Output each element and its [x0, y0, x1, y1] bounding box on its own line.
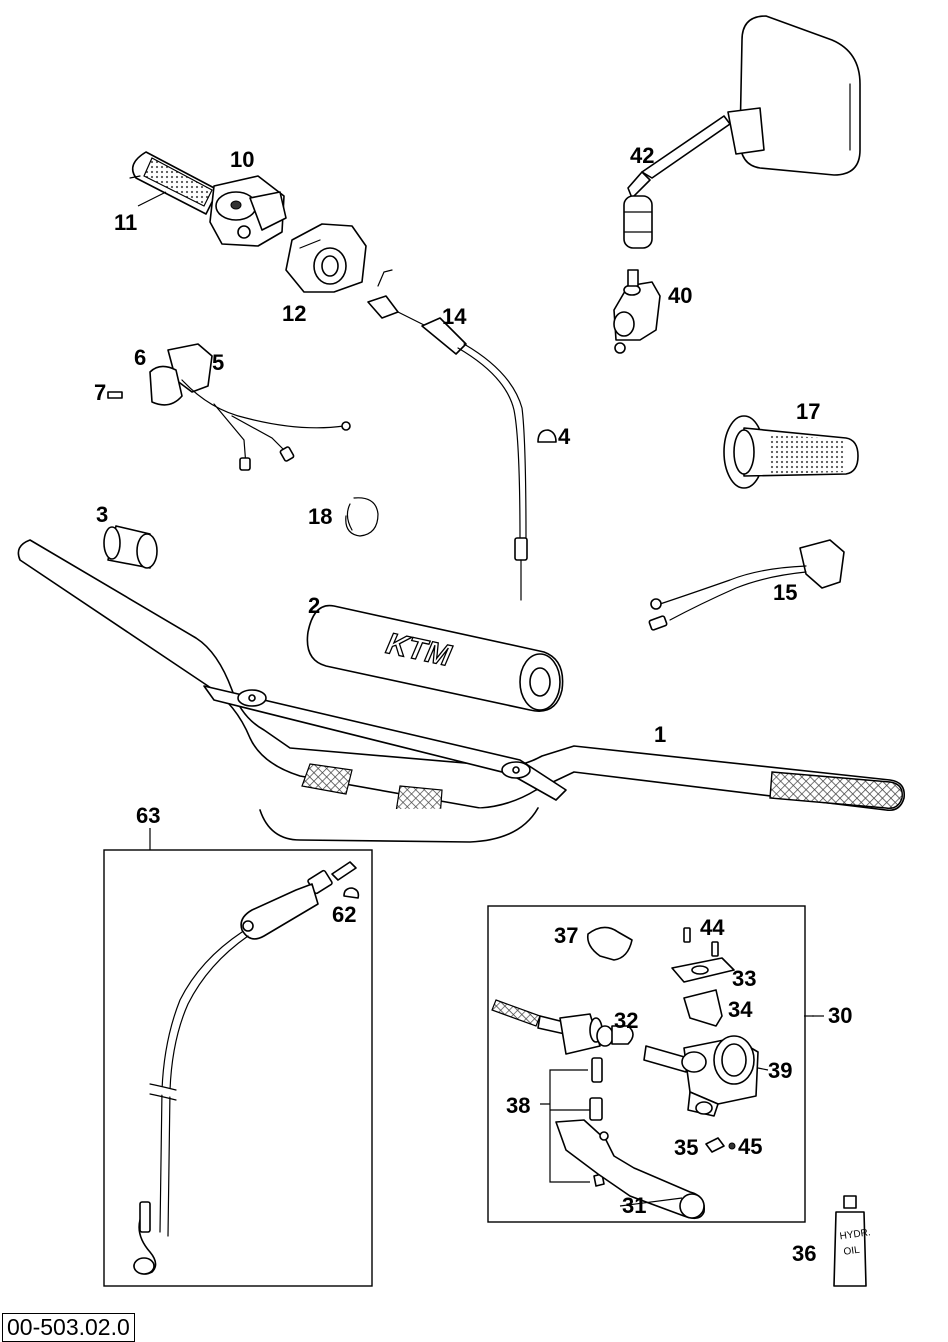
callout-numbers: 1 2 3 4 5 6 7 10 11 12 14 15 17 18 30 31…	[94, 143, 852, 1266]
sleeve-part	[103, 525, 158, 569]
callout-38: 38	[506, 1093, 530, 1118]
master-cylinder-body	[643, 1045, 689, 1073]
callout-1: 1	[654, 722, 666, 747]
throttle-cable-part	[367, 269, 528, 601]
callout-10: 10	[230, 147, 254, 172]
brake-master-parts	[491, 926, 759, 1220]
callout-4: 4	[558, 424, 571, 449]
callout-30: 30	[828, 1003, 852, 1028]
clutch-line-group-box	[103, 849, 373, 1287]
mirror-clamp-part	[613, 269, 661, 354]
leader-lines	[137, 191, 824, 1207]
hydraulic-oil-bottle: HYDR. OIL	[833, 1195, 871, 1287]
callout-45: 45	[738, 1134, 762, 1159]
callout-35: 35	[674, 1135, 698, 1160]
throttle-cover-part	[285, 223, 367, 293]
callout-15: 15	[773, 580, 797, 605]
callout-34: 34	[728, 997, 753, 1022]
drawing-number: 00-503.02.0	[2, 1313, 135, 1342]
clutch-line-part	[133, 861, 360, 1275]
cap-part	[537, 429, 557, 443]
callout-62: 62	[332, 902, 356, 927]
callout-3: 3	[96, 502, 108, 527]
brake-master-group-box	[487, 905, 806, 1223]
callout-17: 17	[796, 399, 820, 424]
callout-12: 12	[282, 301, 306, 326]
throttle-grip-part	[129, 151, 287, 247]
callout-36: 36	[792, 1241, 816, 1266]
callout-31: 31	[622, 1193, 646, 1218]
bar-pad-part: KTM	[306, 604, 564, 712]
callout-42: 42	[630, 143, 654, 168]
callout-32: 32	[614, 1008, 638, 1033]
kill-switch-part	[107, 343, 351, 471]
handlebar-part	[17, 539, 906, 843]
callout-2: 2	[308, 593, 320, 618]
callout-37: 37	[554, 923, 578, 948]
callout-40: 40	[668, 283, 692, 308]
callout-33: 33	[732, 966, 756, 991]
callout-11: 11	[114, 210, 137, 235]
callout-7: 7	[94, 380, 106, 405]
callout-63: 63	[136, 803, 160, 828]
callout-14: 14	[442, 304, 467, 329]
callout-5: 5	[212, 350, 224, 375]
mirror-part	[623, 15, 861, 249]
callout-44: 44	[700, 915, 725, 940]
bottle-label-line1: HYDR.	[839, 1227, 871, 1242]
part-37-shape	[586, 926, 633, 961]
bottle-label-line2: OIL	[843, 1245, 861, 1258]
callout-6: 6	[134, 345, 146, 370]
left-grip-part	[723, 415, 859, 489]
callout-39: 39	[768, 1058, 792, 1083]
light-switch-part	[648, 539, 845, 631]
callout-18: 18	[308, 504, 332, 529]
clip-part	[345, 497, 379, 537]
diaphragm	[683, 989, 723, 1027]
